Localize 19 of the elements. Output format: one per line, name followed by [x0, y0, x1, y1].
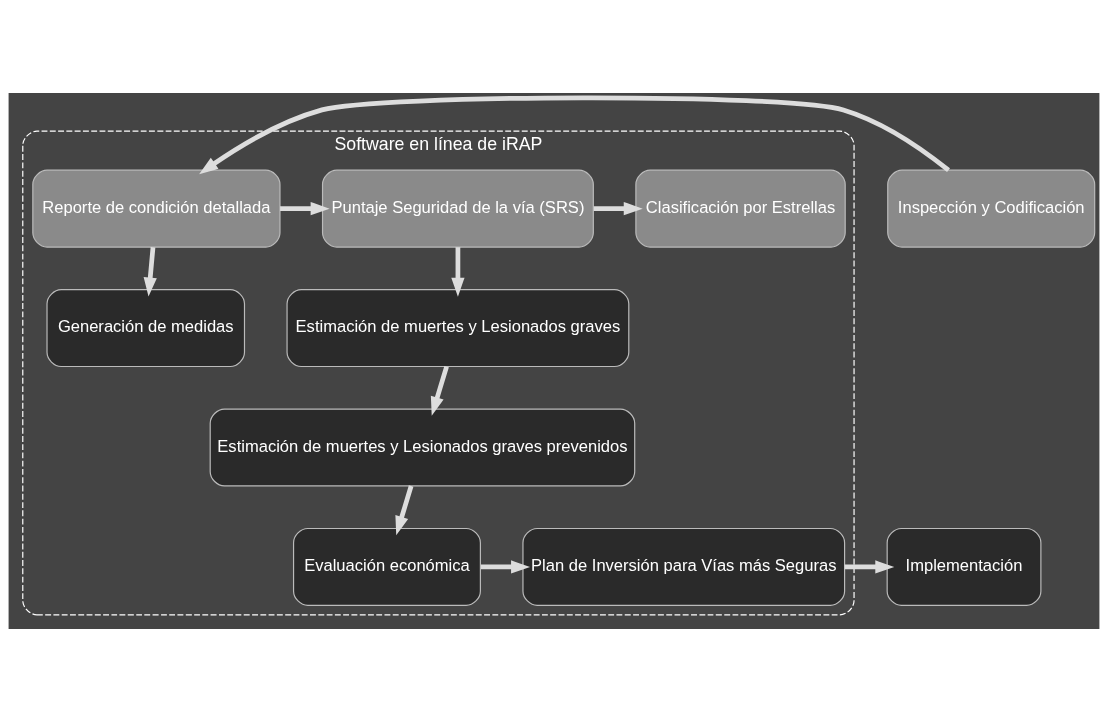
node-box: Clasificación por Estrellas	[635, 169, 846, 248]
node-box: Reporte de condición detallada	[32, 169, 281, 248]
arrow	[844, 559, 895, 574]
node-box: Estimación de muertes y Lesionados graves prevenidos	[209, 407, 636, 486]
arrow	[143, 246, 157, 297]
node-box: Puntaje Seguridad de la vía (SRS)	[321, 169, 594, 248]
node-box: Plan de Inversión para Vías más Seguras	[522, 527, 846, 606]
node-box: Inspección y Codificación	[887, 169, 1096, 248]
arrow	[199, 94, 950, 174]
arrow	[430, 365, 449, 416]
node-box: Implementación	[886, 527, 1042, 606]
node-box: Generación de medidas	[46, 288, 246, 367]
arrow	[451, 246, 465, 297]
arrow	[480, 559, 531, 574]
node-box: Estimación de muertes y Lesionados graves	[286, 288, 630, 367]
arrow	[395, 484, 414, 535]
arrow	[593, 201, 643, 215]
node-box: Evaluación económica	[292, 527, 481, 606]
arrow	[280, 201, 330, 215]
